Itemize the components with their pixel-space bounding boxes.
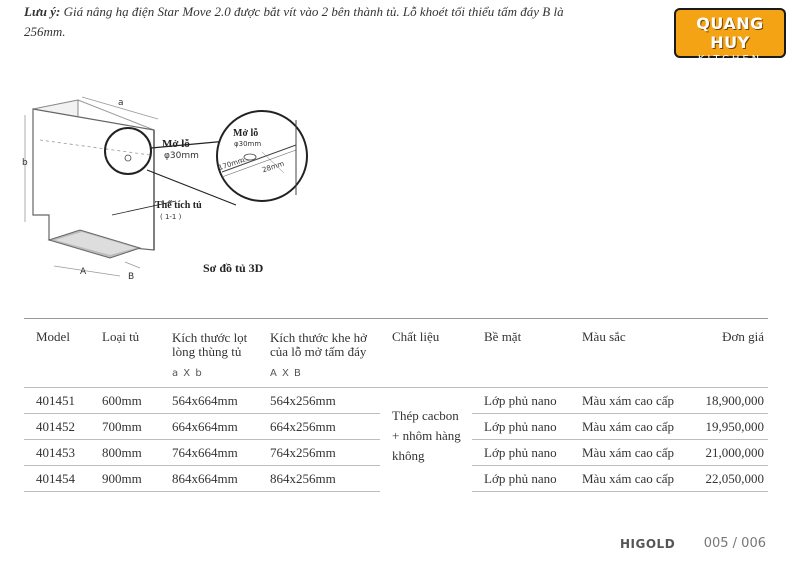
hole-size: φ30mm	[164, 151, 199, 161]
logo-line-1: QUANG HUY	[696, 14, 764, 52]
cell-color: Màu xám cao cấp	[570, 387, 688, 414]
dim-B-label: B	[128, 272, 135, 282]
cell-price: 18,900,000	[688, 387, 768, 414]
cell-surface: Lớp phủ nano	[472, 465, 570, 492]
quang-huy-logo: QUANG HUY KITCHEN	[674, 8, 786, 65]
header-type: Loại tủ	[90, 318, 160, 388]
note-text: Giá nâng hạ điện Star Move 2.0 được bắt …	[24, 4, 564, 39]
header-model: Model	[24, 318, 90, 388]
cabinet-3d-diagram: a b A B Mở lỗ φ30mm Thể tích tủ ( 1-1 ) …	[0, 80, 330, 290]
table-row: 401453 800mm 764x664mm 764x256mm Lớp phủ…	[24, 439, 768, 466]
header-slot-sub: A X B	[270, 368, 302, 379]
cell-inner: 764x664mm	[160, 439, 258, 466]
cell-surface: Lớp phủ nano	[472, 413, 570, 440]
table-row: 401454 900mm 864x664mm 864x256mm Lớp phủ…	[24, 465, 768, 492]
header-slot-text: Kích thước khe hở của lỗ mở tấm đáy	[270, 330, 367, 359]
note-paragraph: Lưu ý: Giá nâng hạ điện Star Move 2.0 đư…	[24, 2, 584, 42]
cell-price: 19,950,000	[688, 413, 768, 440]
header-inner-text: Kích thước lọt lòng thùng tủ	[172, 330, 248, 359]
table-header-row: Model Loại tủ Kích thước lọt lòng thùng …	[24, 318, 768, 388]
cell-slot: 864x256mm	[258, 465, 380, 492]
diagram-title: Sơ đồ tủ 3D	[203, 261, 264, 275]
cell-inner: 864x664mm	[160, 465, 258, 492]
page-footer: HIGOLD 005 / 006	[620, 536, 770, 554]
cell-slot: 564x256mm	[258, 387, 380, 414]
cell-inner: 664x664mm	[160, 413, 258, 440]
cell-color: Màu xám cao cấp	[570, 439, 688, 466]
cell-slot: 664x256mm	[258, 413, 380, 440]
header-surface: Bề mặt	[472, 318, 570, 388]
cell-type: 600mm	[90, 387, 160, 414]
brand-name: HIGOLD	[620, 537, 676, 551]
cell-surface: Lớp phủ nano	[472, 439, 570, 466]
note-label: Lưu ý:	[24, 4, 61, 19]
detail-hole-size: φ30mm	[234, 140, 262, 148]
cabinet-drawing	[24, 96, 308, 277]
cell-color: Màu xám cao cấp	[570, 465, 688, 492]
dim-a-label: a	[118, 98, 124, 108]
header-price: Đơn giá	[688, 318, 768, 388]
dim-A-label: A	[80, 267, 87, 277]
spec-table: Model Loại tủ Kích thước lọt lòng thùng …	[24, 318, 768, 492]
cell-price: 22,050,000	[688, 465, 768, 492]
cell-model: 401452	[24, 413, 90, 440]
cell-color: Màu xám cao cấp	[570, 413, 688, 440]
volume-label: Thể tích tủ	[155, 200, 202, 211]
volume-sub: ( 1-1 )	[160, 213, 182, 221]
cell-model: 401451	[24, 387, 90, 414]
cell-slot: 764x256mm	[258, 439, 380, 466]
cell-model: 401454	[24, 465, 90, 492]
dim-b-label: b	[22, 158, 28, 168]
header-slot: Kích thước khe hở của lỗ mở tấm đáy A X B	[258, 318, 380, 388]
table-row: 401451 600mm 564x664mm 564x256mm Thép ca…	[24, 387, 768, 492]
cell-inner: 564x664mm	[160, 387, 258, 414]
hole-label: Mở lỗ	[162, 138, 190, 150]
cell-material: Thép cacbon + nhôm hàng không	[380, 387, 472, 492]
page-numbers: 005 / 006	[703, 536, 766, 551]
logo-line-2: KITCHEN	[697, 54, 763, 65]
header-color: Màu sắc	[570, 318, 688, 388]
header-inner-sub: a X b	[172, 368, 203, 379]
cell-type: 700mm	[90, 413, 160, 440]
cell-model: 401453	[24, 439, 90, 466]
cell-type: 800mm	[90, 439, 160, 466]
cell-price: 21,000,000	[688, 439, 768, 466]
header-inner: Kích thước lọt lòng thùng tủ a X b	[160, 318, 258, 388]
header-material: Chất liệu	[380, 318, 472, 388]
table-row: 401452 700mm 664x664mm 664x256mm Lớp phủ…	[24, 413, 768, 440]
cell-surface: Lớp phủ nano	[472, 387, 570, 414]
cell-type: 900mm	[90, 465, 160, 492]
detail-hole-label: Mở lỗ	[233, 128, 259, 139]
